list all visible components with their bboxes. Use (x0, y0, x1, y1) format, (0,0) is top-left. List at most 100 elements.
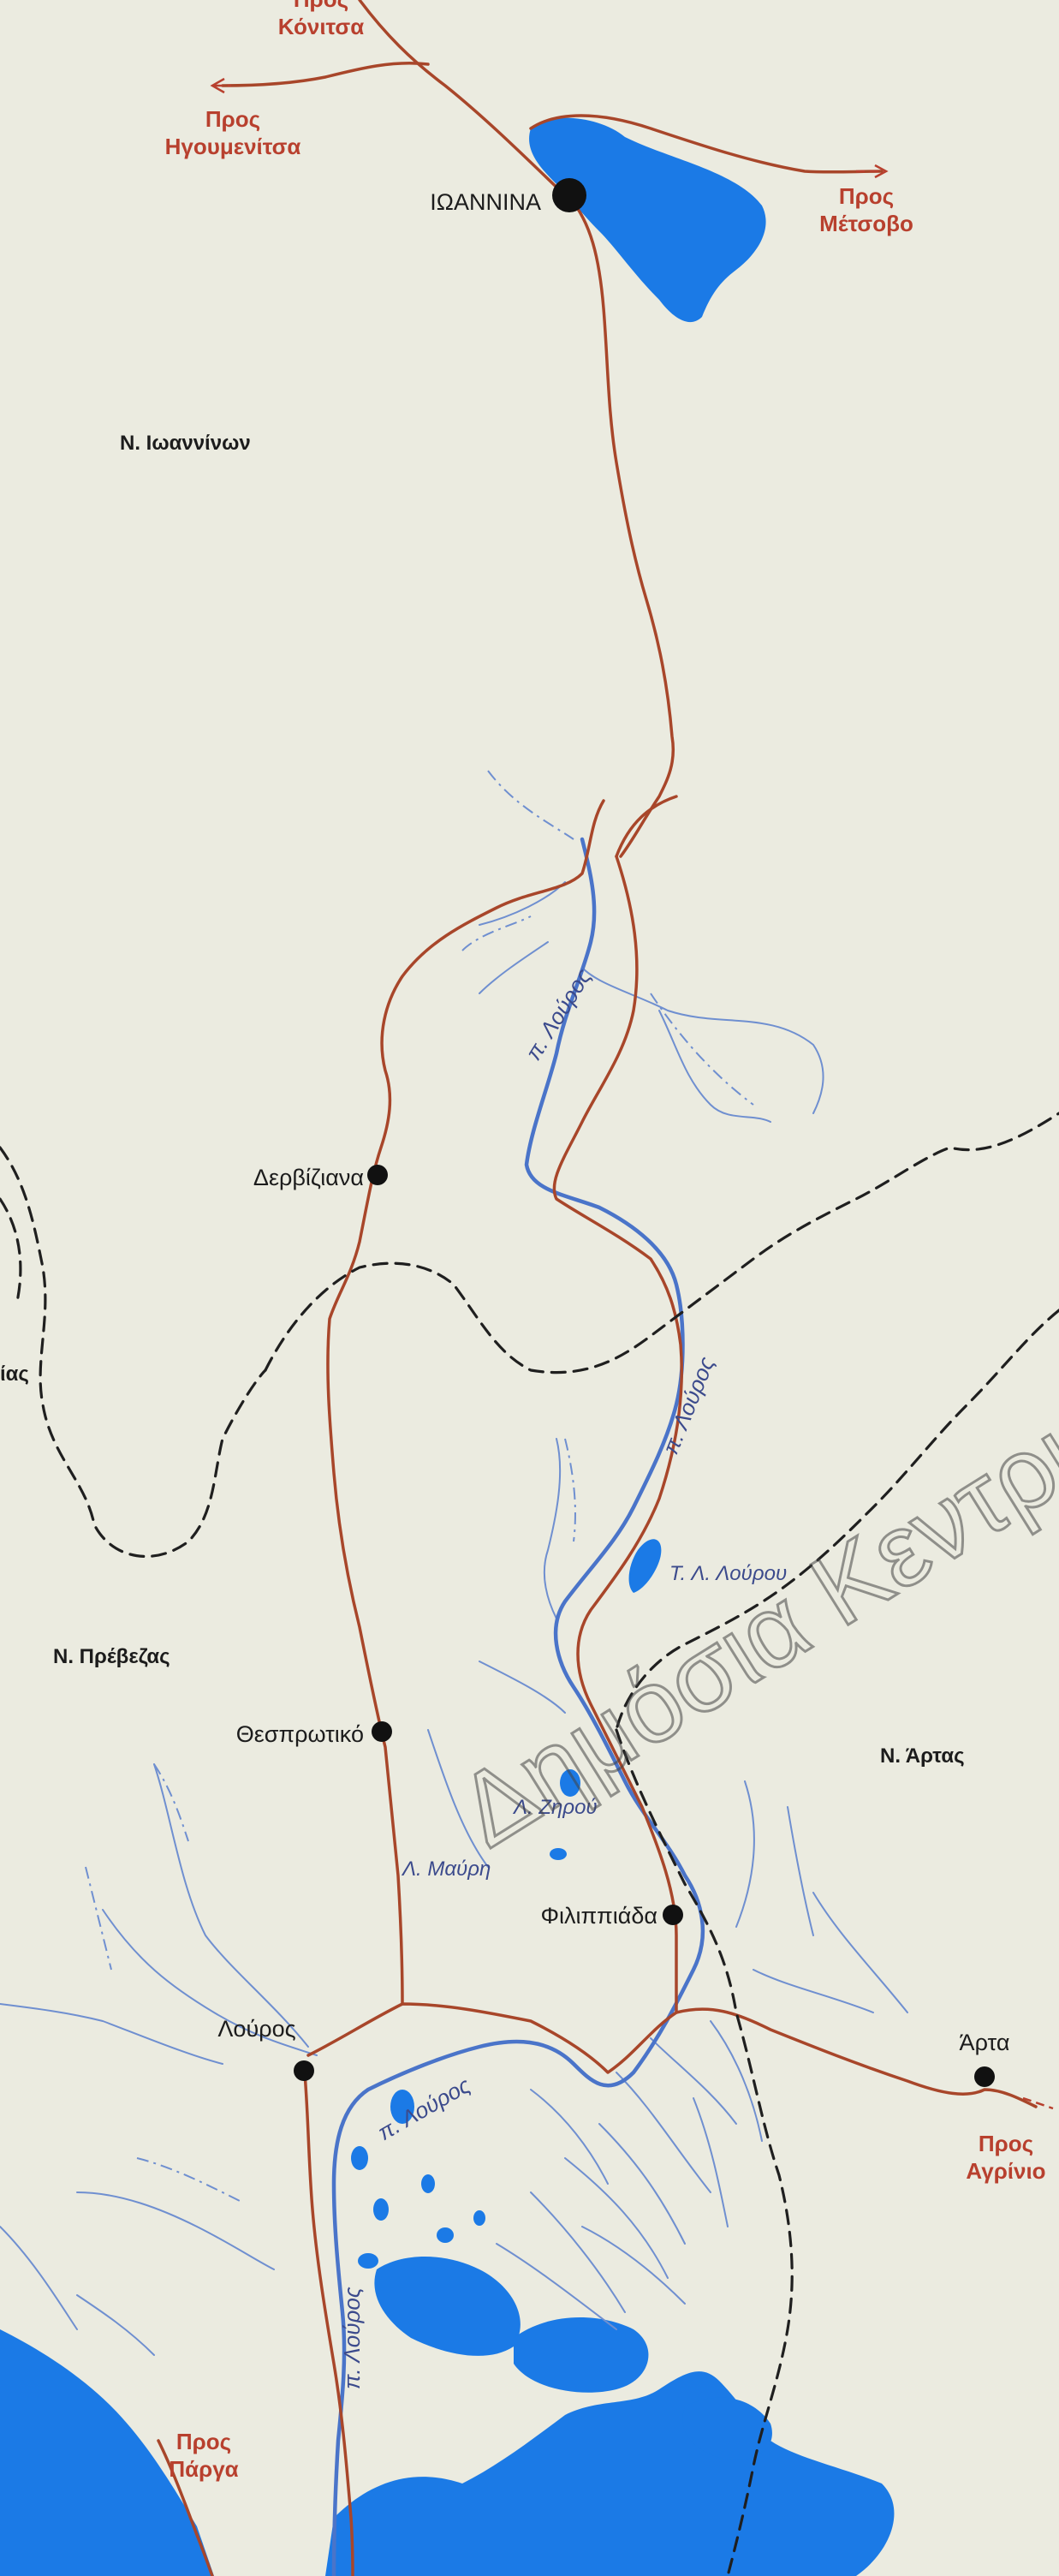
lagoon-1 (374, 2257, 521, 2356)
road-east-louros (552, 855, 683, 2014)
road-south-cross (306, 2002, 1038, 2108)
stream (0, 2003, 223, 2065)
road-to-parga (157, 2439, 214, 2576)
lake-louros-label: Τ. Λ. Λούρου (669, 1562, 787, 1585)
arrowhead-igoumenitsa (210, 77, 225, 94)
lake-mavri-label: Λ. Μαύρη (401, 1857, 491, 1881)
border-west (0, 1146, 267, 1559)
stream (753, 1969, 874, 2013)
delta-channel (530, 2191, 626, 2313)
delta-channel (564, 2157, 669, 2279)
region-prevezas: Ν. Πρέβεζας (53, 1645, 170, 1668)
stream (735, 1780, 755, 1928)
roads (157, 0, 1038, 2576)
delta-channel (710, 2020, 763, 2142)
stream (76, 2294, 155, 2356)
road-to-konitsa (358, 0, 567, 197)
louros-river (331, 837, 705, 2576)
intermittent-stream (564, 1438, 576, 1542)
road-ioannina-south (568, 195, 675, 858)
intermittent-stream (487, 770, 574, 840)
stream (581, 967, 824, 1114)
lake-zirou-water (560, 1769, 580, 1797)
region-partial-left: ίας (0, 1363, 29, 1386)
thesprotiko-label: Θεσπρωτικό (236, 1721, 364, 1747)
lake-louros (628, 1539, 662, 1593)
road-to-metsovo (529, 114, 883, 174)
stream (427, 1729, 489, 1868)
dervizi-label: Δερβίζιανα (253, 1165, 364, 1190)
delta-channel (616, 2072, 711, 2193)
stream (102, 1909, 318, 2056)
konitsa-label-line1: Προς (294, 0, 348, 12)
intermittent-streams (85, 770, 754, 2202)
igoumenitsa-label-line2: Ηγουμενίτσα (165, 134, 301, 159)
arta-dot (974, 2066, 995, 2087)
lake-pamvotis (529, 117, 766, 323)
pond (421, 2174, 435, 2193)
thesprotiko-dot (372, 1721, 392, 1742)
road-branch-north (615, 795, 678, 858)
konitsa-label-line2: Κόνιτσα (278, 14, 364, 39)
stream (658, 1010, 771, 1123)
stream (787, 1806, 814, 1936)
metsovo-label-line1: Προς (839, 183, 894, 209)
intermittent-stream (85, 1866, 112, 1971)
louros-dot (294, 2060, 314, 2081)
lake-zirou-label: Λ. Ζηρού (512, 1796, 598, 1819)
delta-channel (693, 2097, 729, 2227)
filippiada-dot (663, 1905, 683, 1925)
border-arta-east (615, 1309, 1059, 1732)
parga-label-line1: Προς (176, 2429, 231, 2454)
arrowhead-metsovo (874, 164, 889, 179)
river-label-louros-4: π. Λούρος (339, 2287, 365, 2389)
pond (473, 2210, 485, 2226)
pond (390, 2090, 414, 2124)
delta-channel (598, 2123, 686, 2245)
lagoon-2 (514, 2317, 649, 2393)
stream (479, 941, 549, 994)
pond (437, 2227, 454, 2243)
delta-channel (496, 2243, 617, 2330)
stream (543, 1438, 562, 1619)
dervizi-dot (367, 1165, 388, 1185)
intermittent-stream (650, 993, 754, 1106)
pond (358, 2253, 378, 2269)
sea-south (0, 2329, 214, 2576)
filippiada-label: Φιλιππιάδα (540, 1903, 657, 1929)
road-south-preveza (302, 2062, 354, 2576)
road-to-igoumenitsa (221, 61, 430, 87)
igoumenitsa-label-line1: Προς (205, 106, 260, 132)
stream (0, 2226, 78, 2330)
city-markers (294, 178, 995, 2087)
ioannina-label: ΙΩΑΝΝΙΝΑ (430, 189, 541, 215)
water-bodies (0, 117, 895, 2576)
ioannina-dot (552, 178, 586, 212)
metsovo-label-line2: Μέτσοβο (819, 211, 913, 236)
lake-mavri-water (550, 1848, 567, 1860)
pond (351, 2146, 368, 2170)
delta-channel (581, 2226, 686, 2305)
streams (0, 881, 908, 2356)
border-ioannina-preveza (264, 1112, 1059, 1374)
pond (373, 2198, 389, 2221)
region-ioanninon: Ν. Ιωαννίνων (120, 432, 251, 455)
lagoon-3 (682, 2397, 772, 2460)
stream (76, 2191, 275, 2270)
parga-label-line2: Πάργα (169, 2456, 238, 2482)
agrinio-label-line1: Προς (979, 2131, 1033, 2156)
stream (812, 1892, 908, 2013)
stream (479, 1661, 566, 1714)
intermittent-stream (461, 915, 532, 951)
intermittent-stream (153, 1763, 189, 1842)
delta-channel (650, 2037, 737, 2125)
border-small-dashed (0, 1197, 22, 1303)
region-artas: Ν. Άρτας (880, 1744, 965, 1768)
delta-channel (530, 2089, 609, 2185)
direction-arrows (214, 84, 1054, 2110)
stream (153, 1763, 309, 2048)
border-arta-south (615, 1728, 794, 2576)
agrinio-label-line2: Αγρίνιο (966, 2158, 1045, 2184)
